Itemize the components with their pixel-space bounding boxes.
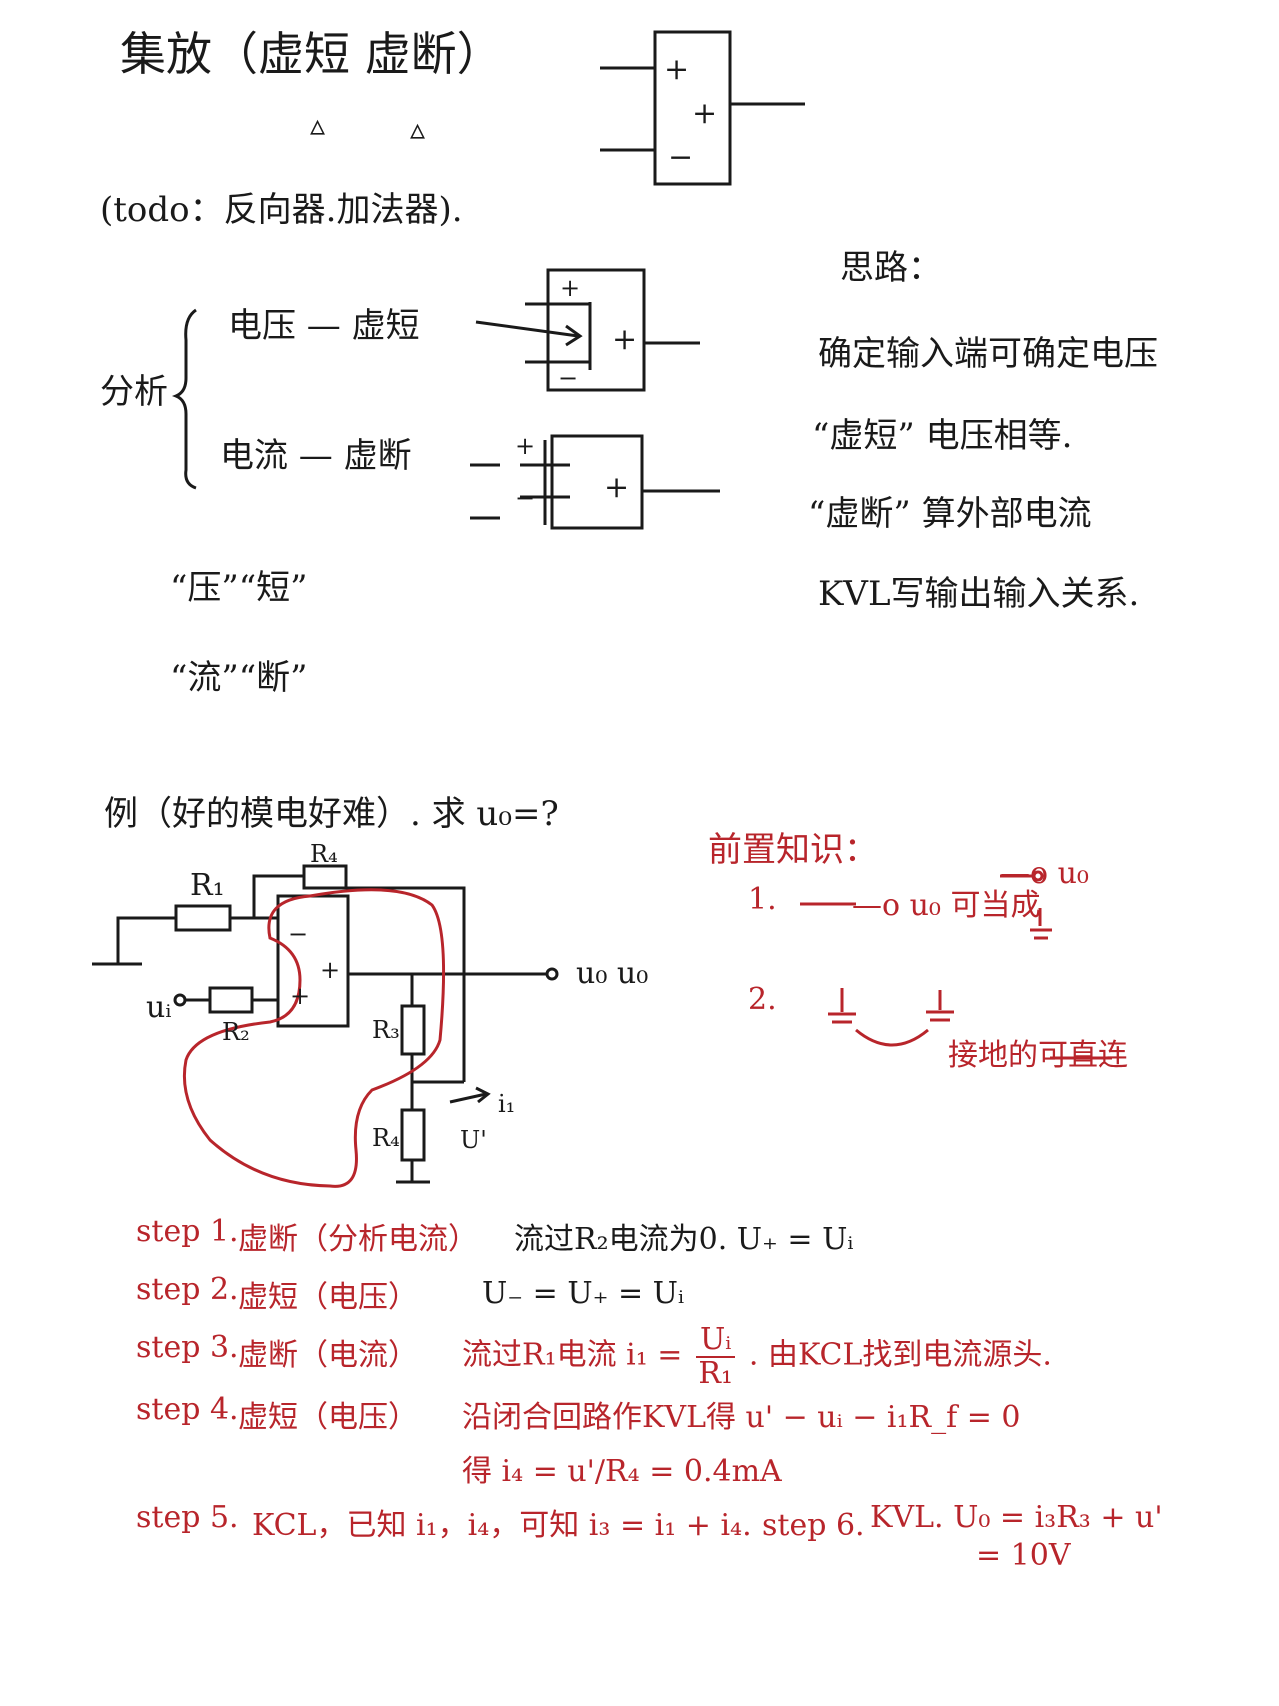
step-rule: 虚断（分析电流）: [238, 1222, 478, 1257]
plus-sign: +: [515, 432, 536, 460]
approach-line: 确定输入端可确定电压: [818, 334, 1158, 374]
step-rule: 虚短（电压）: [238, 1400, 418, 1435]
step-content: 流过R₁电流 i₁ = Uᵢ R₁ . 由KCL找到电流源头.: [462, 1324, 1052, 1389]
plus-sign: +: [604, 470, 630, 505]
approach-title: 思路：: [840, 248, 942, 288]
step-content-a: 流过R₁电流 i₁ =: [462, 1337, 683, 1373]
step-content: 流过R₂电流为0. U₊ = Uᵢ: [514, 1222, 854, 1257]
opamp-out-plus: +: [320, 956, 341, 984]
triangle-mark-icon: ▵: [310, 108, 326, 143]
rf-label: R₄: [310, 840, 338, 868]
fraction-den: R₁: [698, 1355, 733, 1391]
voltage-rule: 电压 — 虚短: [228, 306, 420, 346]
plus-sign: +: [692, 96, 718, 131]
minus-sign: −: [515, 484, 536, 512]
todo-note: (todo：反向器.加法器).: [100, 190, 463, 230]
approach-line: “虚短” 电压相等.: [812, 416, 1073, 456]
minus-sign: −: [668, 140, 694, 175]
step-label: step 1.: [136, 1214, 239, 1249]
step-content: 沿闭合回路作KVL得 u' − uᵢ − i₁R_f = 0: [462, 1400, 1021, 1435]
opamp-minus: −: [288, 920, 309, 948]
step-content: U₋ = U₊ = Uᵢ: [482, 1276, 684, 1311]
mnemonic-current: “流”“断”: [170, 658, 308, 698]
plus-sign: +: [560, 274, 581, 302]
prereq-item1-num: 1.: [748, 882, 777, 917]
step-content-2: 得 i₄ = u'/R₄ = 0.4mA: [462, 1454, 782, 1489]
i1-label: i₁: [498, 1090, 516, 1118]
triangle-mark-icon: ▵: [410, 112, 426, 147]
approach-line: KVL写输出输入关系.: [818, 574, 1140, 614]
current-rule: 电流 — 虚断: [220, 436, 412, 476]
step-rule: 虚短（电压）: [238, 1280, 418, 1315]
approach-line: “虚断” 算外部电流: [808, 494, 1092, 534]
step-content-b: . 由KCL找到电流源头.: [748, 1337, 1052, 1373]
r2-label: R₂: [222, 1018, 250, 1046]
step-label: step 3.: [136, 1330, 239, 1365]
mnemonic-voltage: “压”“短”: [170, 568, 308, 608]
opamp-plus: +: [290, 982, 311, 1010]
example-heading: 例（好的模电好难）. 求 u₀=?: [104, 794, 559, 834]
step-rule: 虚断（电流）: [238, 1338, 418, 1373]
uo-label: u₀ u₀: [576, 956, 649, 991]
step-label: step 6.: [762, 1508, 865, 1543]
prereq-item2-text: 接地的可直连: [948, 1038, 1128, 1073]
step-label: step 2.: [136, 1272, 239, 1307]
r4-label: R₄: [372, 1124, 400, 1152]
prereq-item1-text: —o u₀ 可当成: [852, 888, 1041, 923]
u-prime-label: U': [460, 1126, 487, 1154]
plus-sign: +: [664, 52, 690, 87]
r3-label: R₃: [372, 1016, 400, 1044]
r1-label: R₁: [190, 868, 225, 903]
page-title: 集放（虚短 虚断）: [120, 27, 503, 81]
step-content: KVL. U₀ = i₃R₃ + u': [870, 1500, 1163, 1535]
prereq-item2-num: 2.: [748, 982, 777, 1017]
analysis-label: 分析: [100, 372, 168, 412]
step-content-2: = 10V: [976, 1538, 1071, 1573]
prereq-title: 前置知识：: [708, 830, 878, 870]
fraction: Uᵢ R₁: [696, 1324, 736, 1391]
step-label: step 5.: [136, 1500, 239, 1535]
step-label: step 4.: [136, 1392, 239, 1427]
ui-label: uᵢ: [146, 990, 172, 1025]
prereq-item1-right: —o u₀: [1000, 856, 1089, 891]
step-content: KCL，已知 i₁，i₄，可知 i₃ = i₁ + i₄.: [252, 1508, 752, 1543]
minus-sign: −: [558, 364, 579, 392]
plus-sign: +: [612, 322, 638, 357]
fraction-num: Uᵢ: [696, 1324, 736, 1358]
